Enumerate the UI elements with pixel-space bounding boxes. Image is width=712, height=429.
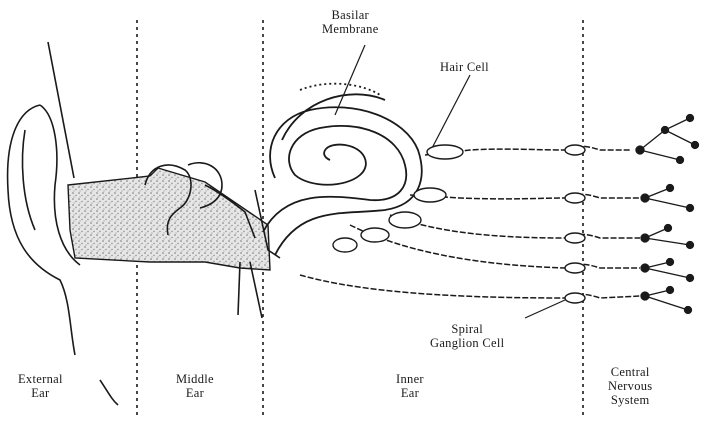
label-basilar-membrane: Basilar Membrane [322, 8, 379, 36]
label-hair-cell: Hair Cell [440, 60, 489, 74]
leader-hair-cell [430, 75, 470, 152]
cochlea [263, 84, 422, 255]
label-middle-ear: Middle Ear [176, 372, 214, 400]
leader-spiral-ganglion [525, 300, 565, 318]
label-inner-ear: Inner Ear [396, 372, 424, 400]
leader-basilar [335, 45, 365, 115]
ganglion-cells [565, 145, 585, 303]
label-central-nervous-system: Central Nervous System [608, 365, 652, 407]
nerve-fibers [300, 146, 640, 298]
label-external-ear: External Ear [18, 372, 63, 400]
label-spiral-ganglion-cell: Spiral Ganglion Cell [430, 322, 504, 350]
cns-terminals [636, 115, 699, 314]
